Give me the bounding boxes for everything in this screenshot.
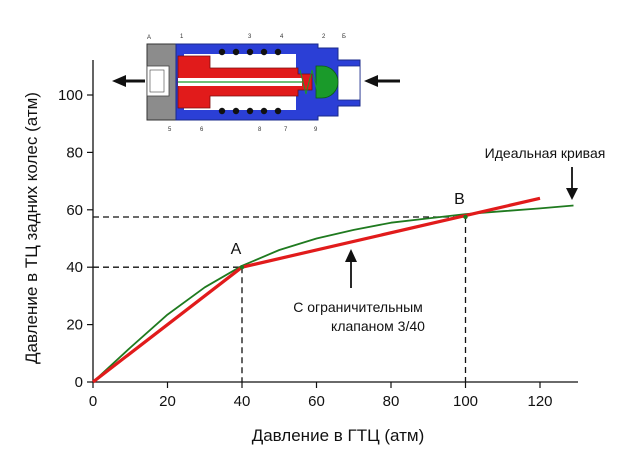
outlet-arrow-head — [112, 75, 126, 87]
valve-label-line1: С ограничительным — [293, 299, 423, 315]
valve-label-line2: клапаном 3/40 — [331, 318, 425, 334]
x-tick-label: 60 — [308, 393, 325, 410]
y-axis-title: Давление в ТЦ задних колес (атм) — [22, 92, 41, 364]
x-tick-label: 40 — [234, 393, 251, 410]
ideal-curve-line — [92, 204, 574, 383]
y-tick-label: 60 — [66, 202, 83, 219]
y-tick-label: 0 — [75, 374, 83, 391]
reference-point-label: B — [454, 191, 465, 208]
reference-point-label: A — [231, 241, 242, 258]
x-tick-label: 100 — [453, 393, 478, 410]
valve-arrow-head — [345, 249, 357, 262]
reference-point-b — [463, 214, 468, 220]
valve-spring — [299, 69, 319, 95]
housing-bore-inner — [149, 69, 165, 93]
svg-text:2: 2 — [322, 34, 326, 40]
x-tick-label: 80 — [383, 393, 400, 410]
svg-text:6: 6 — [200, 127, 204, 133]
svg-text:5: 5 — [168, 127, 172, 133]
x-tick-label: 120 — [527, 393, 552, 410]
ideal-curve-annotation: Идеальная кривая — [485, 145, 606, 200]
y-tick-label: 20 — [66, 317, 83, 334]
valve-annotation: С ограничительным клапаном 3/40 — [293, 249, 425, 334]
inlet-port — [337, 65, 361, 101]
valve-diagram-inset: А 1 3 4 2 Б 5 6 8 7 9 — [112, 34, 400, 133]
x-tick-label: 0 — [89, 393, 97, 410]
guide-lines — [93, 216, 467, 382]
svg-text:А: А — [147, 35, 151, 41]
axes — [92, 60, 578, 383]
inlet-arrow-head — [364, 75, 378, 87]
valve-curve-line — [92, 196, 541, 384]
svg-text:9: 9 — [314, 127, 318, 133]
reference-point-a — [239, 265, 245, 270]
svg-text:4: 4 — [280, 34, 284, 40]
y-tick-label: 100 — [58, 87, 83, 104]
ideal-curve-label: Идеальная кривая — [485, 145, 606, 161]
y-tick-label: 40 — [66, 259, 83, 276]
svg-text:8: 8 — [258, 127, 262, 133]
x-tick-label: 20 — [159, 393, 176, 410]
svg-text:Б: Б — [342, 34, 346, 40]
ticks: 0 20 40 60 80 100 120 0 20 40 60 80 100 — [58, 87, 553, 410]
spring-coils — [218, 48, 282, 115]
x-axis-title: Давление в ГТЦ (атм) — [252, 426, 425, 445]
svg-text:1: 1 — [180, 34, 184, 40]
ideal-curve-arrow-head — [566, 188, 578, 200]
series-group — [92, 196, 574, 384]
diagram-labels: А 1 3 4 2 Б 5 6 8 7 9 — [147, 34, 346, 133]
y-tick-label: 80 — [66, 144, 83, 161]
reference-points: AB — [231, 191, 468, 270]
svg-text:3: 3 — [248, 34, 252, 40]
svg-text:7: 7 — [284, 127, 288, 133]
valve-poppet — [315, 65, 339, 99]
